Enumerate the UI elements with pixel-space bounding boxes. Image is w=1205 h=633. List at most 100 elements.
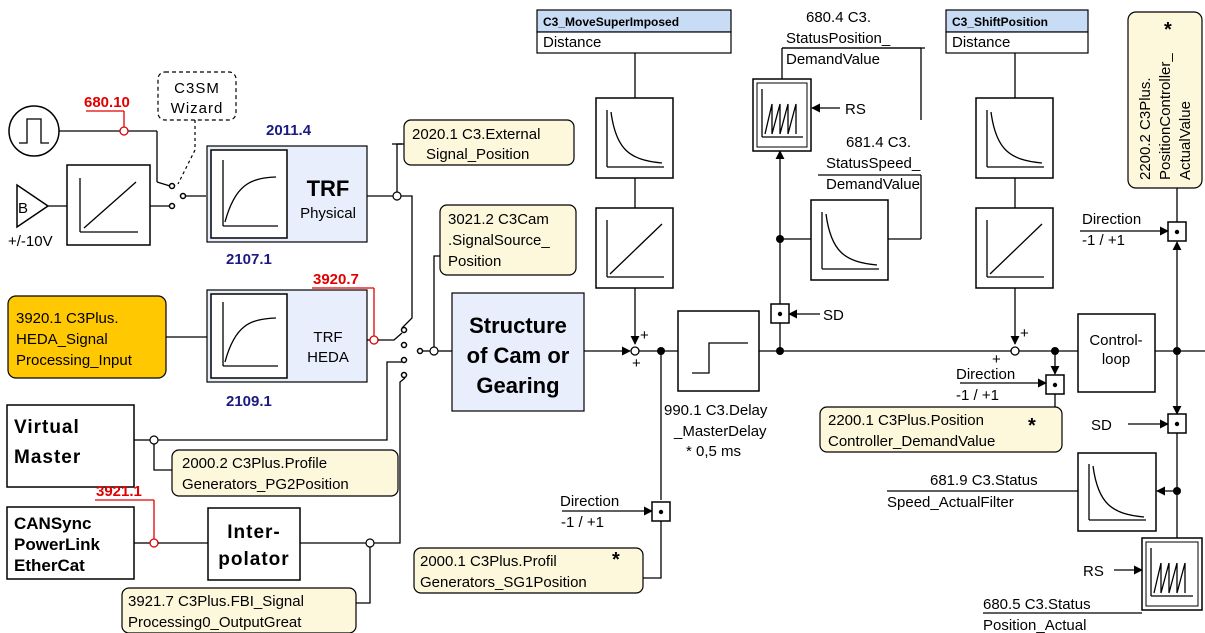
ref-2107-1: 2107.1 xyxy=(226,251,272,268)
sp-l3: DemandValue xyxy=(786,51,880,68)
ramp-block xyxy=(66,164,151,246)
ref-3921-1: 3921.1 xyxy=(95,483,159,548)
trf2-sub: HEDA xyxy=(307,349,349,366)
trf-heda-block: TRF HEDA xyxy=(206,289,368,383)
ref-3920-7-text: 3920.7 xyxy=(313,271,359,288)
wizard-line2: Wizard xyxy=(171,100,224,117)
n3021-l1: 3021.2 C3Cam xyxy=(448,211,549,228)
sd2-label: SD xyxy=(1091,417,1112,434)
dir3-values: -1 / +1 xyxy=(1082,232,1125,249)
n2000-1-l2: Generators_SG1Position xyxy=(420,574,587,591)
pulse-generator xyxy=(8,105,60,157)
plus-1: + xyxy=(640,327,649,344)
shift-sub: Distance xyxy=(952,34,1010,51)
n2000-2-l1: 2000.2 C3Plus.Profile xyxy=(182,455,327,472)
shift-title: C3_ShiftPosition xyxy=(952,15,1048,29)
speed-actual-block xyxy=(1077,452,1157,532)
ramp-block-2 xyxy=(595,207,674,289)
can-l3: EtherCat xyxy=(14,556,85,575)
note-2020-1: 2020.1 C3.External Signal_Position xyxy=(403,119,575,166)
analog-input-icon: B xyxy=(16,183,50,229)
plus-3: + xyxy=(1020,325,1029,342)
ref-2011-4: 2011.4 xyxy=(266,122,312,139)
can-l2: PowerLink xyxy=(14,535,101,554)
control-l1: Control- xyxy=(1089,332,1142,349)
trf1-title: TRF xyxy=(307,176,350,201)
speed-demand-block xyxy=(810,199,889,281)
control-l2: loop xyxy=(1102,351,1130,368)
note-3021-2: 3021.2 C3Cam .SignalSource_ Position xyxy=(439,204,577,276)
ss-l3: DemandValue xyxy=(826,176,920,193)
n3021-l2: .SignalSource_ xyxy=(448,232,550,249)
n3921-7-l1: 3921.7 C3Plus.FBI_Signal xyxy=(128,593,304,610)
interpolator-block: Inter- polator xyxy=(207,507,301,581)
move-superimposed-header: C3_MoveSuperImposed Distance xyxy=(536,9,732,54)
n2200-2-l3: ActualValue xyxy=(1177,101,1194,180)
heda-input-l1: 3920.1 C3Plus. xyxy=(16,310,119,327)
c3sm-wizard[interactable]: C3SM Wizard xyxy=(157,71,237,121)
analog-symbol: B xyxy=(18,200,28,217)
heda-input-l3: Processing_Input xyxy=(16,352,133,369)
sum-node-1 xyxy=(630,346,640,356)
saf-l2: Speed_ActualFilter xyxy=(887,494,1014,511)
decay-block-3 xyxy=(975,97,1054,179)
note-2000-2: 2000.2 C3Plus.Profile Generators_PG2Posi… xyxy=(171,449,399,497)
ref-2109-1: 2109.1 xyxy=(226,393,272,410)
heda-input-note: 3920.1 C3Plus. HEDA_Signal Processing_In… xyxy=(7,295,167,379)
position-demand-sawtooth xyxy=(752,78,812,152)
note-2200-1: 2200.1 C3Plus.Position Controller_Demand… xyxy=(819,406,1063,453)
sum-node-2 xyxy=(1010,346,1020,356)
virtual-master-block: Virtual Master xyxy=(6,404,135,488)
dir2-values: -1 / +1 xyxy=(956,387,999,404)
trf2-title: TRF xyxy=(313,329,342,346)
plus-2: + xyxy=(632,355,641,372)
move-sub: Distance xyxy=(543,34,601,51)
n2020-l1: 2020.1 C3.External xyxy=(412,126,540,143)
ss-l1: 681.4 C3. xyxy=(846,134,911,151)
wizard-line1: C3SM xyxy=(174,80,220,97)
structure-l3: Gearing xyxy=(476,373,559,398)
sp-l2: StatusPosition_ xyxy=(786,30,891,47)
star-2200-2: * xyxy=(1164,19,1172,41)
rs1-label: RS xyxy=(845,101,866,118)
decay-block-1 xyxy=(595,97,674,179)
ss-l2: StatusSpeed_ xyxy=(826,155,921,172)
fieldbus-block: CANSync PowerLink EtherCat xyxy=(6,506,135,580)
virtual-l1: Virtual xyxy=(14,417,80,438)
n2200-1-l1: 2200.1 C3Plus.Position xyxy=(828,412,984,429)
dir1-label: Direction xyxy=(560,493,619,510)
ref-3921-1-text: 3921.1 xyxy=(96,483,142,500)
n3921-7-l2: Processing0_OutputGreat xyxy=(128,614,302,631)
ref-680-10-text: 680.10 xyxy=(84,94,130,111)
dir3-label: Direction xyxy=(1082,211,1141,228)
move-title: C3_MoveSuperImposed xyxy=(543,15,679,29)
trf-physical-block: TRF Physical xyxy=(206,145,368,243)
heda-input-l2: HEDA_Signal xyxy=(16,331,108,348)
virtual-l2: Master xyxy=(14,447,81,468)
structure-l2: of Cam or xyxy=(467,343,570,368)
can-l1: CANSync xyxy=(14,514,91,533)
note-2000-1: 2000.1 C3Plus.Profil Generators_SG1Posit… xyxy=(413,547,644,594)
n2200-1-l2: Controller_DemandValue xyxy=(828,433,995,450)
sp-l1: 680.4 C3. xyxy=(806,9,871,26)
ref-680-10: 680.10 xyxy=(84,94,130,136)
n2200-2-l2: PositionController_ xyxy=(1157,53,1174,180)
n2000-1-l1: 2000.1 C3Plus.Profil xyxy=(420,553,557,570)
delay-l2: _MasterDelay xyxy=(673,423,767,440)
structure-block: Structure of Cam or Gearing xyxy=(451,292,585,412)
dir2-label: Direction xyxy=(956,366,1015,383)
structure-l1: Structure xyxy=(469,313,567,338)
star-2200-1: * xyxy=(1028,415,1036,437)
note-3921-7: 3921.7 C3Plus.FBI_Signal Processing0_Out… xyxy=(121,587,357,633)
shift-position-header: C3_ShiftPosition Distance xyxy=(945,9,1089,54)
sd1-label: SD xyxy=(823,307,844,324)
spa-l1: 680.5 C3.Status xyxy=(983,596,1091,613)
ramp-block-3 xyxy=(975,207,1054,289)
plus-4: + xyxy=(992,351,1001,368)
interp-l2: polator xyxy=(218,549,289,570)
star-2000-1: * xyxy=(612,549,620,571)
analog-range: +/-10V xyxy=(8,233,53,250)
spa-l2: Position_Actual xyxy=(983,617,1086,633)
delay-l1: 990.1 C3.Delay xyxy=(664,402,768,419)
